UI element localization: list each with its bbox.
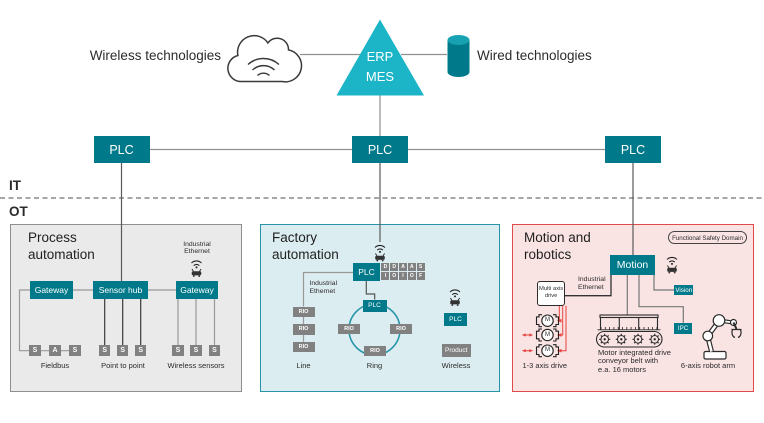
sensor-hub-box: Sensor hub <box>93 281 148 299</box>
plc-box-middle: PLC <box>352 136 408 163</box>
io-module-sf-2: F <box>416 271 425 280</box>
p2p-node-1: S <box>99 345 111 357</box>
wireless-sensor-node-3: S <box>208 345 221 357</box>
io-module-do-1: D <box>390 263 399 271</box>
p2p-node-2: S <box>117 345 129 357</box>
mes-label: MES <box>365 69 395 84</box>
robot-arm-icon <box>702 314 742 360</box>
wireless-topology-label: Wireless <box>441 361 471 370</box>
io-module-ao-2: O <box>407 271 416 280</box>
wireless-icon-factory-plc <box>449 289 461 307</box>
point-to-point-label: Point to point <box>101 361 145 370</box>
motion-panel-title: Motion and robotics <box>524 230 591 262</box>
ring-rio-bottom: RIO <box>364 345 386 357</box>
motion-box: Motion <box>610 255 655 275</box>
conveyor-icon <box>595 314 663 348</box>
wired-technologies-label: Wired technologies <box>477 48 592 63</box>
vision-box: Vision <box>674 284 694 296</box>
database-cylinder-icon <box>447 35 470 77</box>
gear-icon-2 <box>615 333 628 346</box>
motion-wires <box>565 275 684 323</box>
gateway-right-box: Gateway <box>176 281 218 299</box>
motion-industrial-ethernet-label: Industrial Ethernet <box>578 276 606 291</box>
wireless-sensor-node-2: S <box>190 345 202 357</box>
gear-icon-1 <box>598 333 611 346</box>
functional-safety-domain-badge: Functional Safety Domain <box>668 231 747 244</box>
axis-drive-label: 1-3 axis drive <box>522 361 568 370</box>
motor-label-1: M <box>545 317 550 324</box>
robot-arm-label: 6-axis robot arm <box>680 361 736 370</box>
plc-drop-lines <box>120 163 634 281</box>
ring-rio-right: RIO <box>390 323 412 334</box>
it-label: IT <box>9 177 21 193</box>
gateway-left-box: Gateway <box>30 281 73 299</box>
ot-label: OT <box>9 203 28 219</box>
io-module-di-2: I <box>381 271 390 280</box>
wireless-icon-process <box>190 260 203 278</box>
ring-plc-box: PLC <box>362 299 387 312</box>
process-industrial-ethernet-label: Industrial Ethernet <box>183 240 211 256</box>
erp-label: ERP <box>366 49 394 64</box>
wireless-icon-factory <box>374 244 386 263</box>
line-topology-label: Line <box>296 361 311 370</box>
wireless-icon-motion <box>666 256 678 275</box>
ring-topology-label: Ring <box>366 361 383 370</box>
plc-box-left: PLC <box>93 136 150 163</box>
process-panel-title: Process automation <box>28 230 95 262</box>
io-module-do-2: O <box>390 271 399 280</box>
multi-axis-drive-box: Multi axis drive <box>537 280 565 306</box>
wireless-sensors-label: Wireless sensors <box>167 361 225 370</box>
gear-icon-4 <box>648 333 661 346</box>
factory-panel-title: Factory automation <box>272 230 339 262</box>
p2p-node-3: S <box>135 345 147 357</box>
motor-label-2: M <box>545 331 550 338</box>
product-box: Product <box>442 344 471 357</box>
erp-mes-triangle <box>336 19 424 96</box>
factory-industrial-ethernet-label: Industrial Ethernet <box>309 280 338 295</box>
ring-rio-left: RIO <box>338 323 360 334</box>
io-module-ai-2: I <box>399 271 407 280</box>
wireless-sensor-node-1: S <box>172 345 184 357</box>
process-wires <box>18 289 216 352</box>
line-rio-2: RIO <box>292 324 315 335</box>
motor-label-3: M <box>545 347 550 354</box>
top-connectors <box>149 53 605 151</box>
gear-icon-3 <box>631 333 645 346</box>
io-module-ai-1: A <box>399 263 407 271</box>
ipc-box: IPC <box>674 322 692 334</box>
io-module-sf-1: S <box>416 263 425 271</box>
fieldbus-node-1: S <box>29 345 41 357</box>
factory-plc-box: PLC <box>353 263 380 281</box>
fieldbus-node-2: A <box>49 345 61 357</box>
conveyor-label: Motor integrated drive conveyor belt wit… <box>598 347 671 375</box>
line-rio-1: RIO <box>292 306 315 317</box>
cloud-icon <box>227 34 303 83</box>
plc-box-right: PLC <box>605 136 661 163</box>
wireless-plc-box: PLC <box>444 313 467 326</box>
process-automation-panel <box>9 224 242 392</box>
wireless-technologies-label: Wireless technologies <box>89 48 221 63</box>
io-module-di-1: D <box>381 263 390 271</box>
fieldbus-label: Fieldbus <box>40 361 70 370</box>
fieldbus-node-3: S <box>69 345 81 357</box>
line-rio-3: RIO <box>292 341 315 353</box>
io-module-ao-1: A <box>407 263 416 271</box>
drive-red-lines <box>521 305 567 353</box>
